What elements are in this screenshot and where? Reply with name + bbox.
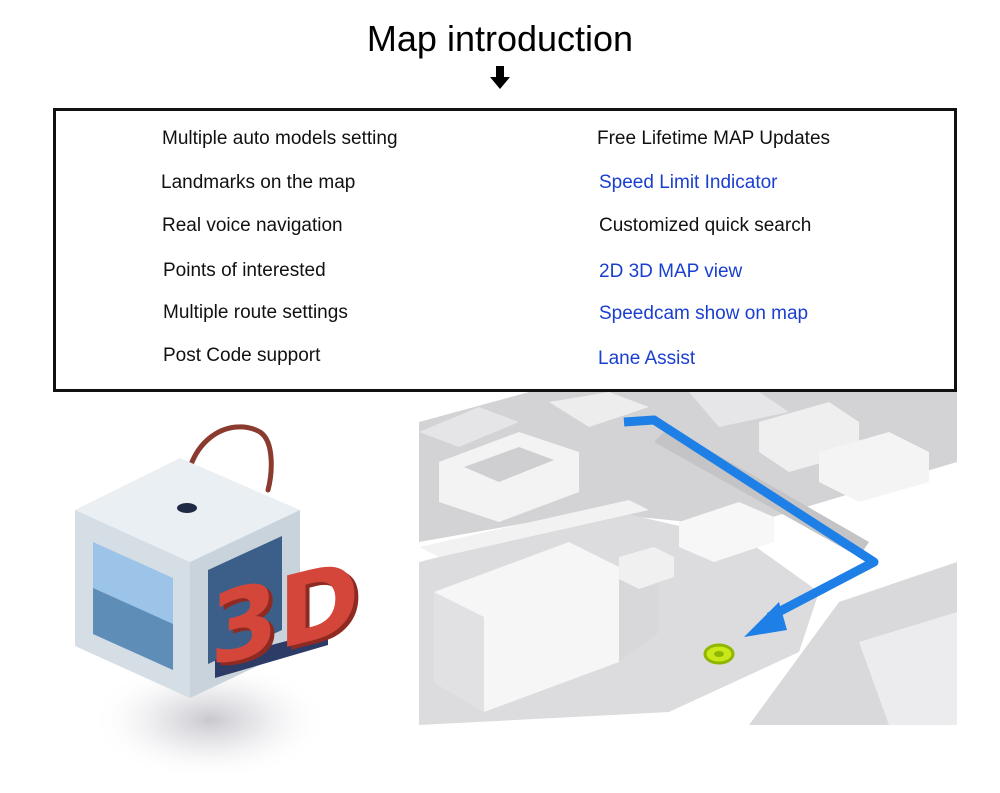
feature-item-2d-3d-map-view: 2D 3D MAP view	[599, 261, 743, 282]
feature-item-speed-limit-indicator: Speed Limit Indicator	[599, 172, 778, 193]
map-route-illustration	[419, 392, 957, 725]
feature-item-landmarks: Landmarks on the map	[161, 172, 356, 193]
feature-item-real-voice-navigation: Real voice navigation	[162, 215, 343, 236]
feature-item-lane-assist: Lane Assist	[598, 348, 696, 369]
arrow-down-icon	[490, 66, 510, 89]
cube-3d-icon: 3D 3D	[75, 424, 364, 780]
feature-item-multiple-auto-models: Multiple auto models setting	[162, 128, 398, 149]
feature-item-free-lifetime-map-updates: Free Lifetime MAP Updates	[597, 128, 831, 149]
feature-item-speedcam: Speedcam show on map	[599, 303, 809, 324]
feature-item-post-code-support: Post Code support	[163, 345, 321, 366]
feature-item-customized-quick-search: Customized quick search	[599, 215, 812, 236]
feature-item-points-of-interest: Points of interested	[163, 260, 326, 281]
page-title: Map introduction	[366, 18, 634, 59]
feature-item-multiple-route-settings: Multiple route settings	[163, 302, 348, 323]
feature-list-box: Multiple auto models setting Landmarks o…	[53, 108, 957, 392]
